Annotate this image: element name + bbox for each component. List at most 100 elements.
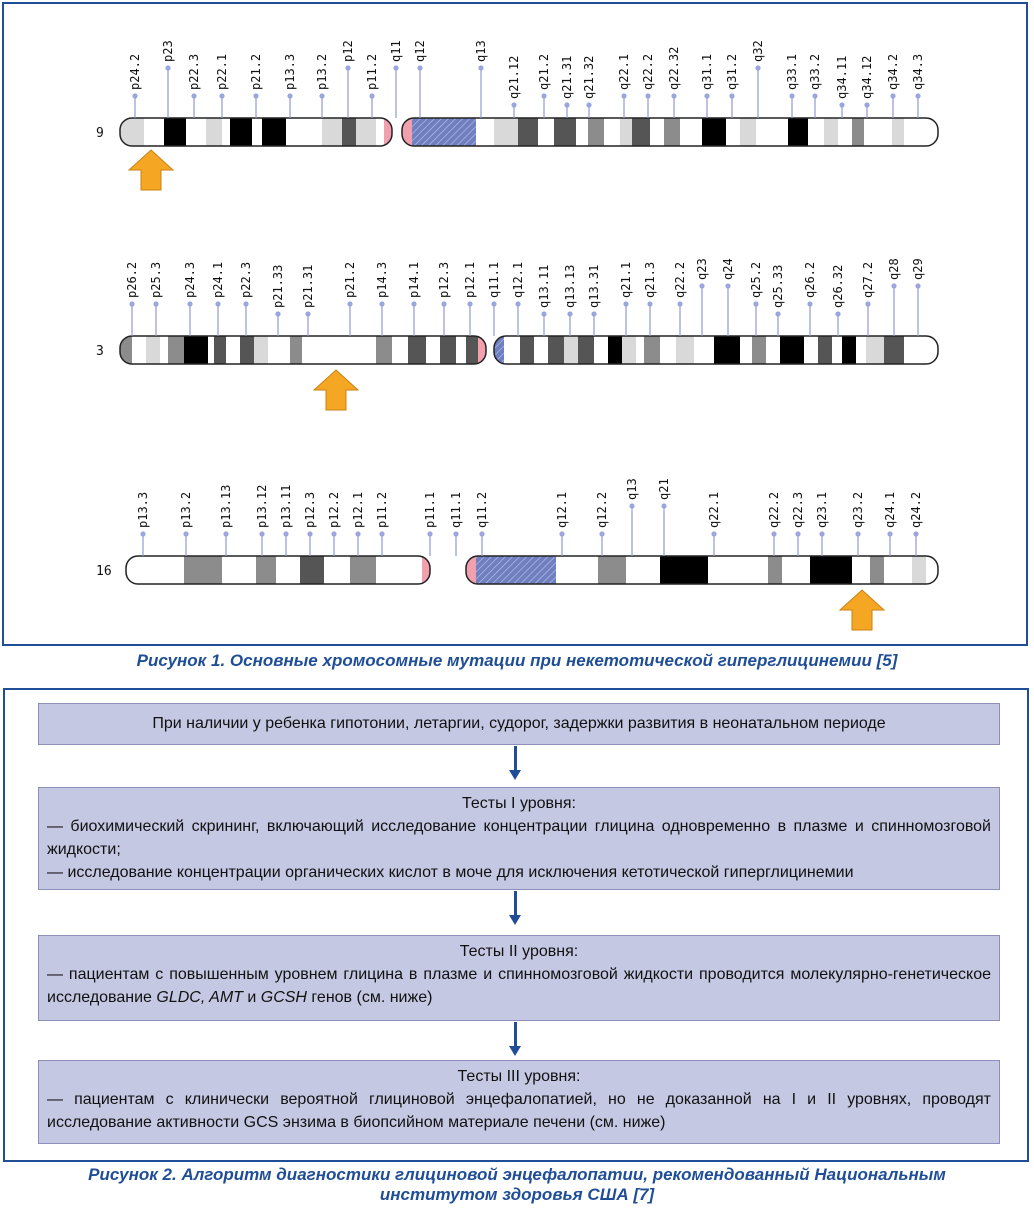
chromosome-band <box>504 336 520 364</box>
chromosome-band <box>376 118 384 146</box>
band-label: q34.2 <box>886 54 900 90</box>
chromosome-band <box>222 556 256 584</box>
band-label: p11.2 <box>375 492 389 528</box>
chromosome-band <box>842 336 856 364</box>
band-label: q32 <box>751 40 765 62</box>
band-label: q13.31 <box>587 265 601 308</box>
band-tick-dot <box>621 93 627 99</box>
band-tick-dot <box>453 531 459 537</box>
band-label: q11.2 <box>475 492 489 528</box>
band-label: p14.3 <box>375 262 389 298</box>
band-tick-dot <box>699 283 705 289</box>
band-label: q22.1 <box>617 54 631 90</box>
chromosome-band <box>564 336 578 364</box>
flow-box-level-1: Тесты I уровня: — биохимический скрининг… <box>38 787 1000 890</box>
chromosome-band <box>240 336 254 364</box>
band-label: q12 <box>413 40 427 62</box>
flow-box-initial: При наличии у ребенка гипотонии, летарги… <box>38 703 1000 745</box>
level-1-item-2: — исследование концентрации органических… <box>47 864 854 881</box>
chromosome-band <box>660 556 708 584</box>
band-label: p13.2 <box>179 492 193 528</box>
flow-arrowhead <box>509 915 521 925</box>
chromosome-band <box>804 336 818 364</box>
band-label: q11 <box>389 40 403 62</box>
chromosome-band <box>456 336 466 364</box>
band-label: p24.1 <box>211 262 225 298</box>
band-label: q34.11 <box>835 56 849 99</box>
chromosome-band <box>620 118 632 146</box>
band-tick-dot <box>393 65 399 71</box>
band-label: q26.32 <box>831 265 845 308</box>
band-tick-dot <box>755 65 761 71</box>
band-tick-dot <box>599 531 605 537</box>
chromosome-band <box>520 336 534 364</box>
band-tick-dot <box>729 93 735 99</box>
band-tick-dot <box>478 65 484 71</box>
chromosome-band <box>226 336 240 364</box>
band-tick-dot <box>645 93 651 99</box>
chromosome-band <box>262 118 286 146</box>
band-tick-dot <box>259 531 265 537</box>
band-tick-dot <box>753 301 759 307</box>
band-label: q29 <box>911 258 925 280</box>
band-tick-dot <box>479 531 485 537</box>
band-tick-dot <box>771 531 777 537</box>
flow-arrow <box>514 746 517 771</box>
band-label: q24 <box>721 258 735 280</box>
chromosome-band <box>300 556 324 584</box>
band-label: p22.3 <box>187 54 201 90</box>
band-tick-dot <box>855 531 861 537</box>
band-tick-dot <box>789 93 795 99</box>
chromosome-band <box>214 336 226 364</box>
chromosome-band <box>322 118 342 146</box>
level-1-title: Тесты I уровня: <box>462 795 576 812</box>
chromosome-band <box>186 118 206 146</box>
band-tick-dot <box>864 102 870 108</box>
band-label: q12.1 <box>511 262 525 298</box>
chromosome-band <box>838 118 852 146</box>
gene-separator: и <box>242 989 261 1006</box>
band-tick-dot <box>661 503 667 509</box>
band-label: p12.3 <box>303 492 317 528</box>
figure-2-flowchart: При наличии у ребенка гипотонии, летарги… <box>3 688 1029 1162</box>
chromosome-band <box>290 336 302 364</box>
chromosome-band <box>342 118 356 146</box>
band-label: p11.1 <box>423 492 437 528</box>
band-tick-dot <box>215 301 221 307</box>
band-tick-dot <box>307 531 313 537</box>
chromosome-band <box>752 336 766 364</box>
band-label: p12.3 <box>437 262 451 298</box>
band-tick-dot <box>887 531 893 537</box>
chromosome-band <box>476 556 556 584</box>
level-2-item-1: — пациентам с повышенным уровнем глицина… <box>47 963 991 1009</box>
chromosome-band <box>208 336 214 364</box>
band-label: q21.12 <box>507 56 521 99</box>
band-label: q25.33 <box>771 265 785 308</box>
chromosome-band <box>766 336 780 364</box>
band-label: p22.3 <box>239 262 253 298</box>
chromosome-band <box>714 336 740 364</box>
chromosome-band <box>740 336 752 364</box>
band-label: p12 <box>341 40 355 62</box>
band-label: q22.2 <box>673 262 687 298</box>
flow-arrow <box>514 891 517 916</box>
band-tick-dot <box>725 283 731 289</box>
chromosome-band <box>392 336 408 364</box>
band-label: q21.1 <box>619 262 633 298</box>
chromosome-bands <box>120 118 938 146</box>
level-3-title: Тесты III уровня: <box>457 1068 581 1085</box>
chromosome-q-arm-outline <box>401 117 939 147</box>
band-tick-dot <box>671 93 677 99</box>
figure-1-caption: Рисунок 1. Основные хромосомные мутации … <box>136 651 898 670</box>
chromosome-band <box>350 556 376 584</box>
band-tick-dot <box>379 301 385 307</box>
band-label: q22.32 <box>667 47 681 90</box>
band-label: q13.11 <box>537 265 551 308</box>
chromosome-band <box>852 118 864 146</box>
band-tick-dot <box>567 311 573 317</box>
chromosome-band <box>160 336 168 364</box>
band-tick-dot <box>283 531 289 537</box>
chromosome-band <box>302 336 376 364</box>
band-label: q33.2 <box>808 54 822 90</box>
chromosome-band <box>660 336 676 364</box>
